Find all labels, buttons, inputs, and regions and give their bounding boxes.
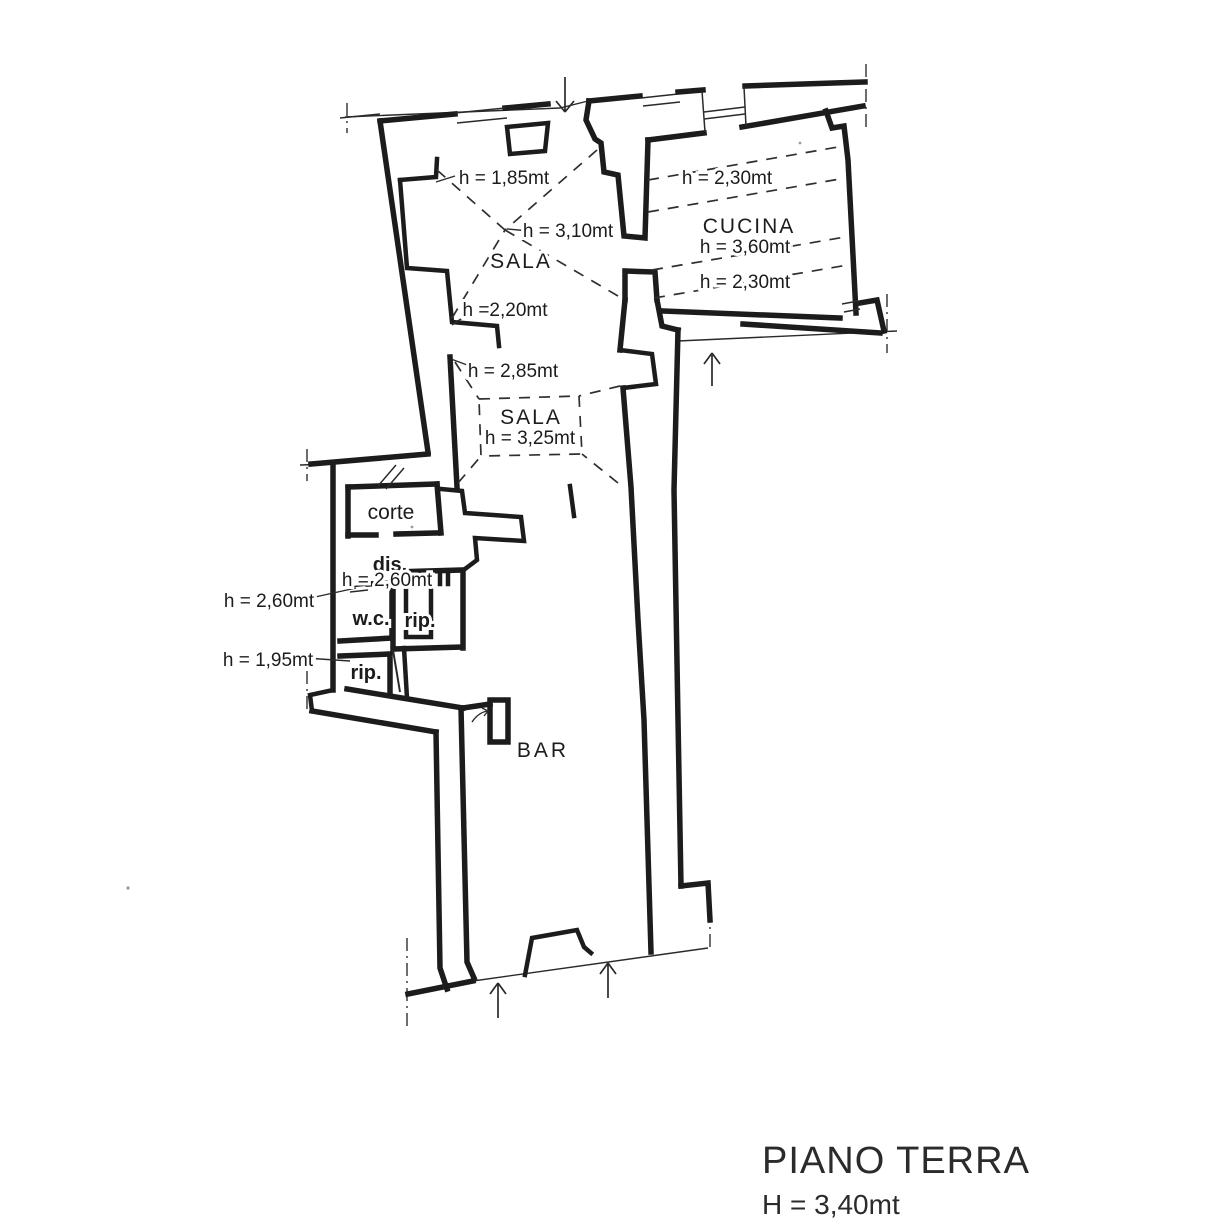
door-symbols [392, 649, 490, 723]
height-label-sala-upper-185: h = 1,85mt [459, 168, 550, 189]
scan-artifacts [126, 141, 802, 890]
footer-title-block: PIANO TERRA H = 3,40mt [759, 1137, 1032, 1223]
height-label-wc-left-260: h = 2,60mt [224, 591, 315, 612]
bottom-left-arrow-up-icon [489, 982, 507, 1018]
sala-lower-walls [447, 354, 577, 519]
entrance-arrows [489, 77, 721, 1018]
bar-walls [458, 697, 595, 982]
floor-title: PIANO TERRA [762, 1140, 1030, 1182]
entrance-arrow-down-icon [555, 77, 575, 113]
room-label-dis: dis. [373, 554, 407, 576]
bottom-right-arrow-up-icon [599, 962, 617, 998]
height-label-rip-left-195: h = 1,95mt [223, 650, 314, 671]
ceiling-dashed-lines [436, 146, 849, 484]
window-symbols [349, 86, 861, 593]
height-label-sala-lower-325: h = 3,25mt [485, 428, 576, 449]
corridor-walls [616, 296, 713, 955]
floor-height: H = 3,40mt [762, 1189, 900, 1220]
room-label-wc: w.c. [351, 608, 389, 630]
sala-upper-walls [397, 97, 651, 349]
height-label-sala-lower-285: h = 2,85mt [468, 361, 559, 382]
cucina-walls [622, 102, 888, 336]
room-label-sala-upper: SALA [490, 250, 552, 273]
height-label-sala-upper-220: h =2,20mt [462, 300, 548, 321]
height-label-dis-260: h = 2,60mt [342, 570, 433, 591]
room-label-corte: corte [368, 501, 415, 524]
room-label-rip-upper: rip. [404, 610, 435, 632]
leader-lines [304, 175, 531, 662]
room-label-sala-lower: SALA [500, 406, 562, 429]
height-label-cucina-230-top: h = 2,30mt [682, 168, 773, 189]
room-label-bar: BAR [517, 739, 569, 762]
height-label-cucina-360: h = 3,60mt [700, 237, 791, 258]
service-rooms-walls [337, 481, 527, 712]
outer-walls [307, 79, 868, 998]
terrace-arrow-up-icon [703, 352, 721, 386]
room-label-cucina: CUCINA [703, 215, 796, 238]
room-label-rip-lower: rip. [350, 662, 381, 684]
height-label-cucina-230-bottom: h = 2,30mt [700, 272, 791, 293]
survey-lines [299, 64, 898, 1030]
height-label-sala-upper-310: h = 3,10mt [523, 221, 614, 242]
